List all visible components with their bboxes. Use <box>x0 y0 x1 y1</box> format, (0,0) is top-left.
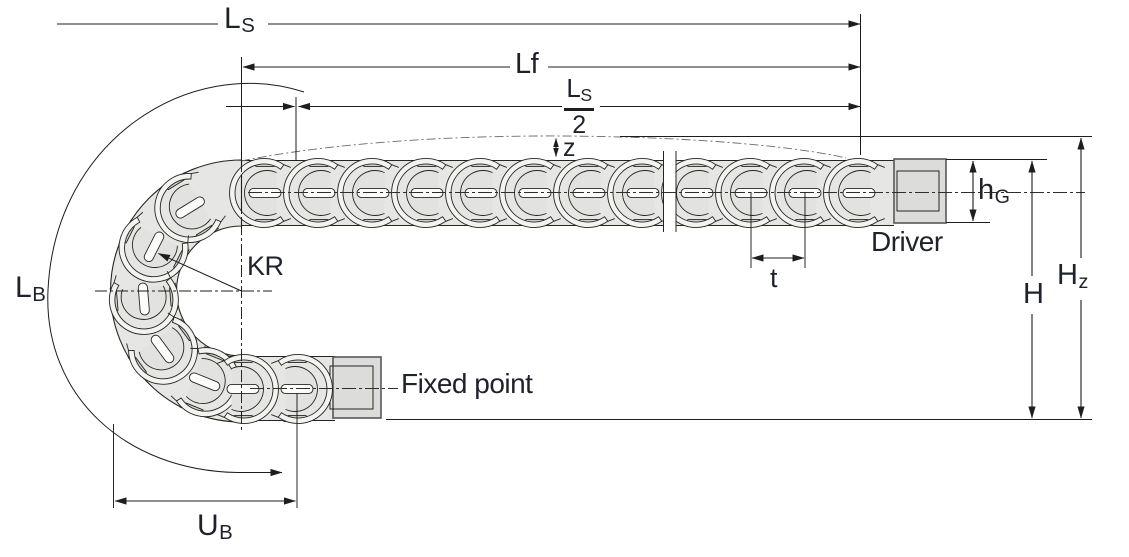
dimension-lines <box>47 14 1085 508</box>
driver-connector <box>893 158 947 224</box>
label-hz: Hz <box>1057 259 1088 294</box>
dim-ub <box>113 393 298 508</box>
dim-kr <box>95 160 272 430</box>
pretension-sag-curve <box>240 135 847 162</box>
dim-lf <box>241 57 861 160</box>
label-ls-half: LS 2 <box>564 75 594 138</box>
fixed-connector <box>329 356 382 419</box>
label-z: z <box>563 134 576 162</box>
label-ls-half-denominator: 2 <box>572 110 586 139</box>
label-driver: Driver <box>871 226 943 257</box>
label-h: H <box>1023 278 1044 310</box>
label-ls-half-numerator: LS <box>566 73 592 105</box>
label-ub: UB <box>197 509 233 545</box>
label-hg: hG <box>978 174 1010 209</box>
dim-lb-arc <box>47 82 305 477</box>
label-lf: Lf <box>515 48 539 80</box>
fraction-bar <box>564 107 594 111</box>
dim-t <box>750 192 806 268</box>
dim-hg <box>946 159 1047 223</box>
label-lb: LB <box>15 271 46 307</box>
label-kr: KR <box>247 251 284 281</box>
dim-ls-half <box>226 97 861 161</box>
label-fixed-point: Fixed point <box>401 368 533 399</box>
label-t: t <box>770 263 778 293</box>
break-symbol <box>663 149 677 235</box>
label-ls: LS <box>224 2 255 38</box>
